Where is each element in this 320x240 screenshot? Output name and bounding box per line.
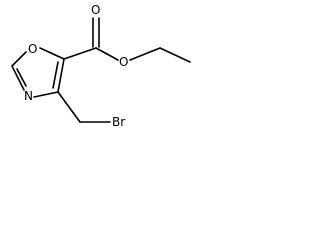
bond-c5-o1	[39, 47, 65, 60]
bond-o1-c2	[11, 51, 27, 67]
bond-c2-n3-inner	[16, 68, 27, 87]
atom-bromine: Br	[112, 115, 125, 129]
bond-ch2-ch3	[159, 47, 191, 63]
chemical-structure-diagram: O N O O Br	[11, 3, 191, 129]
bond-c4-c5-inner	[52, 61, 59, 89]
bond-c2-n3	[11, 65, 25, 91]
bond-c4-ch2	[57, 91, 81, 123]
bond-ester-o-ch2	[129, 47, 161, 61]
bond-c5-carbonyl	[63, 47, 97, 60]
oxazole-ring	[11, 47, 65, 98]
atom-ring-oxygen: O	[28, 42, 37, 56]
bromomethyl-group	[57, 91, 111, 123]
atom-ester-oxygen: O	[119, 55, 128, 69]
atom-carbonyl-oxygen: O	[91, 3, 100, 17]
ester-group	[63, 17, 191, 63]
bond-c4-c5	[57, 58, 65, 93]
atom-ring-nitrogen: N	[24, 89, 33, 103]
bond-n3-c4	[33, 91, 59, 98]
bond-carbonyl-ester-o	[95, 47, 119, 61]
